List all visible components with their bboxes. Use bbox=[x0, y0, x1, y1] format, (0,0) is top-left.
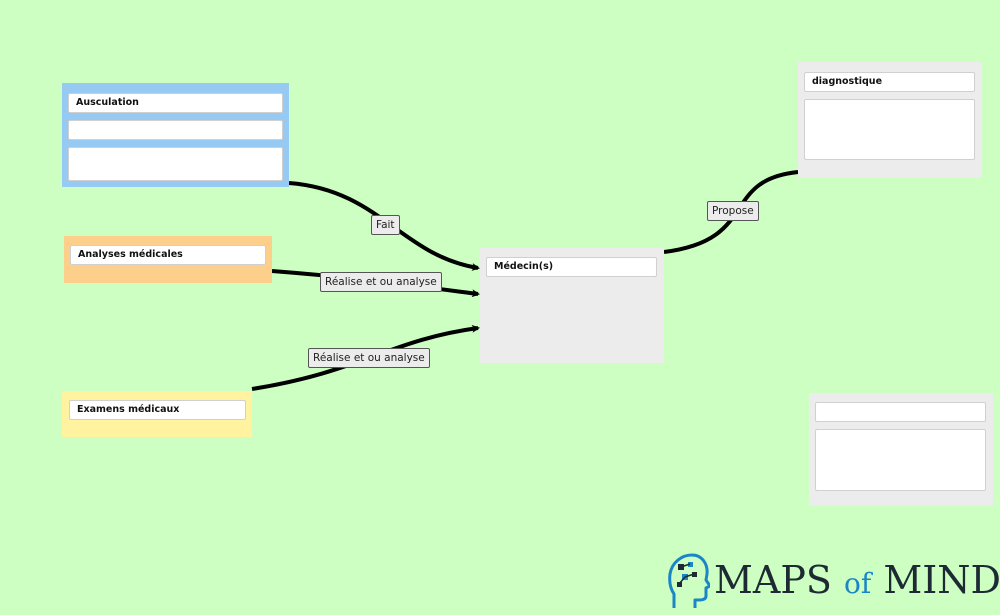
node-medecins-title[interactable]: Médecin(s) bbox=[486, 257, 657, 277]
logo-word-of: of bbox=[844, 567, 872, 600]
node-diagnostique-field-2[interactable] bbox=[804, 99, 975, 160]
node-empty-title[interactable] bbox=[815, 402, 986, 422]
node-ausculation-field-3[interactable] bbox=[68, 147, 283, 181]
logo-wordmark: MAPS of MIND bbox=[714, 556, 1000, 608]
edge-label-propose[interactable]: Propose bbox=[707, 201, 759, 221]
node-diagnostique[interactable]: diagnostique bbox=[798, 62, 982, 178]
node-ausculation-title[interactable]: Ausculation bbox=[68, 93, 283, 113]
node-examens-medicaux[interactable]: Examens médicaux bbox=[62, 391, 252, 437]
node-medecins[interactable]: Médecin(s) bbox=[480, 248, 664, 363]
edge-label-realise-analyses[interactable]: Réalise et ou analyse bbox=[320, 272, 442, 292]
node-ausculation[interactable]: Ausculation bbox=[62, 83, 289, 187]
node-examens-title[interactable]: Examens médicaux bbox=[69, 400, 246, 420]
logo-word-maps: MAPS bbox=[714, 558, 832, 602]
node-empty-field-2[interactable] bbox=[815, 429, 986, 491]
node-diagnostique-title[interactable]: diagnostique bbox=[804, 72, 975, 92]
node-empty[interactable] bbox=[809, 393, 993, 506]
head-brain-icon bbox=[668, 553, 710, 608]
node-analyses-medicales[interactable]: Analyses médicales bbox=[64, 236, 272, 283]
node-analyses-title[interactable]: Analyses médicales bbox=[70, 245, 266, 265]
node-ausculation-field-2[interactable] bbox=[68, 120, 283, 140]
edge-label-fait[interactable]: Fait bbox=[371, 215, 400, 235]
edge-label-realise-examens[interactable]: Réalise et ou analyse bbox=[308, 348, 430, 368]
maps-of-mind-logo: MAPS of MIND bbox=[668, 550, 1000, 610]
logo-word-mind: MIND bbox=[883, 558, 1000, 602]
